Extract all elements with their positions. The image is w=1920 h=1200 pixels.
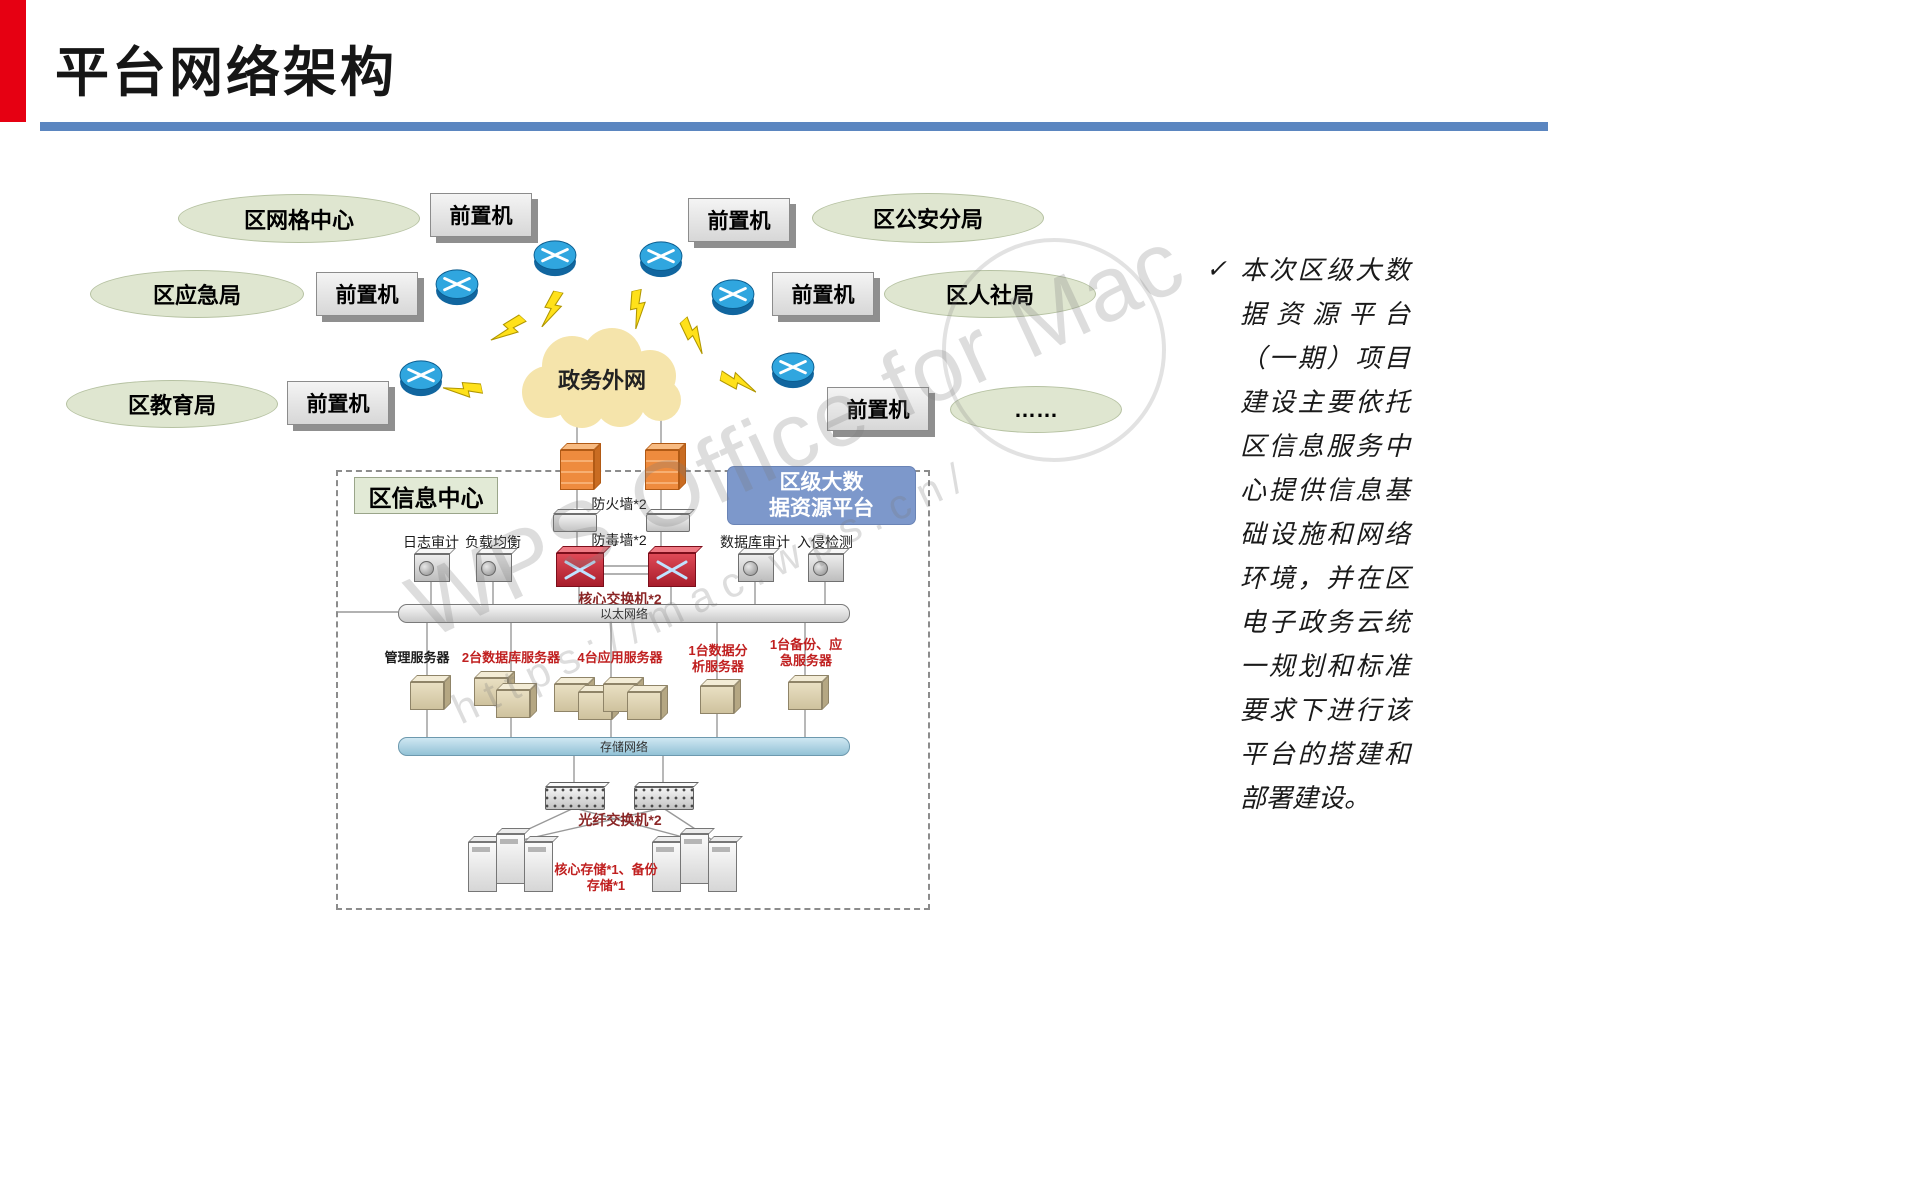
lightning-icon: [488, 310, 530, 353]
router-icon: [638, 239, 684, 279]
core-switch-label: 核心交换机*2: [578, 591, 662, 607]
org-more: ……: [950, 386, 1122, 433]
org-grid-center: 区网格中心: [178, 194, 420, 243]
db-audit-icon: [738, 554, 774, 582]
storage-cabinet-icon: [652, 842, 681, 892]
intrusion-label: 入侵检测: [797, 534, 853, 550]
router-icon: [532, 238, 578, 278]
org-hr-social: 区人社局: [884, 270, 1096, 318]
front-processor-box: 前置机: [430, 193, 532, 237]
fiber-switch-label: 光纤交换机*2: [578, 812, 662, 828]
title-underline: [40, 122, 1548, 131]
firewall-label: 防火墙*2: [591, 496, 647, 512]
lightning-icon: [624, 288, 653, 330]
platform-label-line1: 区级大数: [779, 470, 864, 494]
lightning-icon: [442, 376, 484, 405]
backup-server-icon: [788, 682, 822, 710]
intrusion-icon: [808, 554, 844, 582]
app-server-label: 4台应用服务器: [577, 650, 663, 665]
router-icon: [710, 277, 756, 317]
router-icon: [770, 350, 816, 390]
platform-label-line2: 据资源平台: [769, 496, 874, 520]
platform-box: 区级大数 据资源平台: [727, 466, 916, 525]
core-switch-icon: [556, 553, 604, 587]
storage-cabinet-icon: [496, 834, 525, 884]
lightning-icon: [718, 366, 760, 395]
lightning-icon: [538, 289, 567, 331]
analysis-server-label: 1台数据分析服务器: [688, 643, 748, 674]
mgmt-server-label: 管理服务器: [384, 650, 450, 665]
db-audit-label: 数据库审计: [720, 534, 790, 550]
corner-red-strip: [0, 0, 26, 122]
note-text: 本次区级大数据资源平台（一期）项目建设主要依托区信息服务中心提供信息基础设施和网…: [1240, 255, 1410, 813]
cloud-label: 政务外网: [557, 368, 646, 393]
antivirus-label: 防毒墙*2: [591, 532, 647, 548]
load-balance-label: 负载均衡: [465, 534, 521, 550]
front-processor-box: 前置机: [827, 387, 929, 431]
firewall-icon: [645, 450, 679, 490]
analysis-server-icon: [700, 686, 734, 714]
fiber-switch-icon: [634, 787, 694, 810]
front-processor-box: 前置机: [287, 381, 389, 425]
db-server-icon: [496, 690, 530, 718]
firewall-icon: [560, 450, 594, 490]
page-title: 平台网络架构: [55, 43, 397, 103]
note-block: ✓ 本次区级大数据资源平台（一期）项目建设主要依托区信息服务中心提供信息基础设施…: [1206, 248, 1438, 820]
app-server-icon: [627, 692, 661, 720]
checkmark-icon: ✓: [1206, 255, 1227, 283]
core-switch-icon: [648, 553, 696, 587]
cloud-icon: [512, 322, 692, 428]
lightning-icon: [674, 314, 716, 357]
storage-cabinet-icon: [708, 842, 737, 892]
antivirus-wall-icon: [553, 514, 597, 532]
router-icon: [398, 358, 444, 398]
log-audit-label: 日志审计: [403, 534, 459, 550]
front-processor-box: 前置机: [772, 272, 874, 316]
front-processor-box: 前置机: [316, 272, 418, 316]
storage-label: 核心存储*1、备份存储*1: [554, 862, 658, 893]
backup-server-label: 1台备份、应急服务器: [769, 637, 843, 668]
datacenter-boundary: [336, 470, 930, 910]
info-center-box: 区信息中心: [354, 477, 498, 514]
org-public-security: 区公安分局: [812, 193, 1044, 243]
front-processor-box: 前置机: [688, 198, 790, 242]
db-server-label: 2台数据库服务器: [461, 650, 561, 665]
org-education: 区教育局: [66, 380, 278, 428]
log-audit-icon: [414, 554, 450, 582]
antivirus-wall-icon: [646, 514, 690, 532]
storage-cabinet-icon: [680, 834, 709, 884]
mgmt-server-icon: [410, 682, 444, 710]
storage-network-bus: 存储网络: [398, 737, 850, 756]
org-emergency: 区应急局: [90, 270, 304, 318]
fiber-switch-icon: [545, 787, 605, 810]
storage-cabinet-icon: [468, 842, 497, 892]
ethernet-bus: 以太网络: [398, 604, 850, 623]
router-icon: [434, 267, 480, 307]
storage-cabinet-icon: [524, 842, 553, 892]
load-balance-icon: [476, 554, 512, 582]
